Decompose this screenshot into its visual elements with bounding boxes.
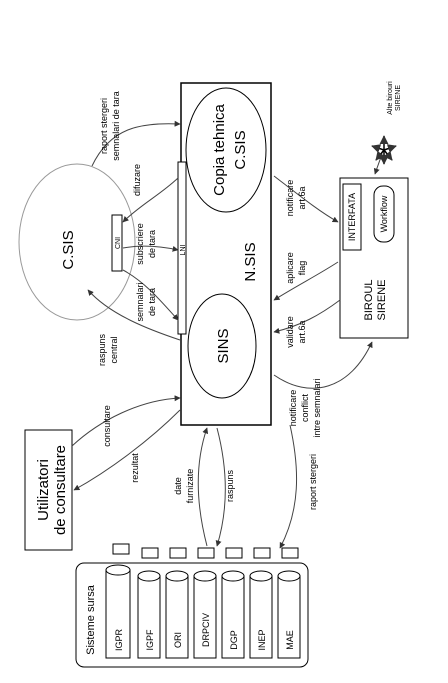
flow-raport-tara-arrow (91, 120, 181, 167)
flow-raport-stergeri-arrow (279, 424, 298, 549)
copia-tehnica-label-1: Copia tehnica (211, 103, 228, 195)
csis-ellipse (18, 163, 136, 321)
flow-subscriere-arrow (122, 245, 179, 252)
flow-difuzare-arrow (122, 177, 179, 223)
copia-tehnica-ellipse (185, 87, 267, 213)
source-mae-label: MAE (285, 630, 295, 650)
flow-consultare-arrow (71, 395, 181, 447)
source-igpf: IGPF (137, 547, 161, 659)
flow-validare-art6a-label-2: art.6a (297, 320, 307, 343)
lni-label: LNI (180, 245, 187, 256)
flow-notificare-conflict-label-2: conflict (300, 393, 310, 422)
flow-semnalari-label-2: de tara (147, 288, 157, 316)
workflow-label: Workflow (379, 195, 389, 232)
source-ori-label: ORI (173, 632, 183, 648)
sources-box (75, 562, 309, 668)
users-box (24, 429, 73, 551)
flow-raspuns-central-label-1: raspuns (97, 333, 107, 366)
interfata-label: INTERFATA (347, 193, 357, 241)
flow-rezultat-arrow (73, 409, 181, 491)
sirene-title-1: BIROUL (363, 280, 375, 321)
sins-ellipse (187, 293, 257, 399)
flow-raport-stergeri-label: raport stergeri (308, 454, 318, 510)
flow-aplicare-flag-arrow (273, 261, 339, 301)
sins-label: SINS (215, 328, 232, 363)
source-drpciv: DRPCIV (193, 547, 217, 659)
source-ori: ORI (165, 547, 189, 659)
cni-label: CNI (115, 237, 122, 249)
source-inep-label: INEP (257, 629, 267, 650)
flow-notificare-art6a-label-1: notificare (285, 180, 295, 217)
source-mae: MAE (277, 547, 301, 659)
network-icon (371, 135, 397, 165)
flow-date-furnizate-label-1: date (173, 477, 183, 495)
cni-bar (111, 214, 123, 272)
flow-notificare-art6a-label-2: art.6a (297, 186, 307, 209)
flow-validare-art6a-arrow (273, 299, 341, 334)
interfata-box (342, 183, 362, 251)
flow-subscriere-label-2: de tara (147, 230, 157, 258)
other-offices-label-2: SIRENE (395, 85, 402, 111)
source-drpciv-label: DRPCIV (201, 613, 211, 647)
sirene-title-2: SIRENE (376, 280, 388, 321)
users-title-2: de consultare (52, 445, 69, 535)
flow-aplicare-flag-label-2: flag (297, 261, 307, 276)
flow-difuzare-label: difuzare (132, 164, 142, 196)
flow-semnalari-arrow (122, 269, 179, 321)
source-igpr: IGPR (105, 543, 131, 659)
flow-raspuns-label: raspuns (225, 469, 235, 502)
flow-notificare-conflict-arrow (273, 341, 373, 389)
workflow-box (373, 185, 395, 243)
source-dgp: DGP (221, 547, 245, 659)
flow-raspuns-arrow (215, 427, 226, 547)
flow-raspuns-central-arrow (87, 289, 181, 341)
flow-notificare-conflict-label-1: notificare (288, 390, 298, 427)
source-dgp-label: DGP (229, 630, 239, 650)
flow-subscriere-label-1: subscriere (135, 223, 145, 265)
flow-rezultat-label: rezultat (130, 453, 140, 483)
flow-notificare-art6a-arrow (273, 175, 339, 223)
flow-notificare-conflict-label-3: intre semnalari (312, 378, 322, 437)
nsis-title: N.SIS (242, 242, 259, 281)
flow-validare-art6a-label-1: validare (285, 316, 295, 348)
flow-date-furnizate-label-2: furnizate (185, 469, 195, 504)
csis-title: C.SIS (60, 230, 77, 269)
copia-tehnica-label-2: C.SIS (232, 130, 249, 169)
flow-consultare-label: consultare (102, 405, 112, 447)
sirene-box (339, 177, 409, 339)
flow-other-offices-arrow (373, 153, 384, 175)
flow-semnalari-label-1: semnalari (135, 282, 145, 321)
flow-raport-tara-label-1: raport stergeri (99, 98, 109, 154)
flow-raport-tara-label-2: semnalari de tara (111, 91, 121, 161)
source-inep: INEP (249, 547, 273, 659)
source-igpr-label: IGPR (114, 629, 124, 652)
users-title-1: Utilizatori (35, 459, 52, 521)
flow-date-furnizate-arrow (197, 427, 209, 547)
source-igpf-label: IGPF (145, 629, 155, 651)
sources-title: Sisteme sursa (85, 584, 97, 655)
other-offices-label-1: Alte birouri (387, 81, 394, 115)
flow-aplicare-flag-label-1: aplicare (285, 252, 295, 284)
flow-raspuns-central-label-2: central (109, 336, 119, 363)
